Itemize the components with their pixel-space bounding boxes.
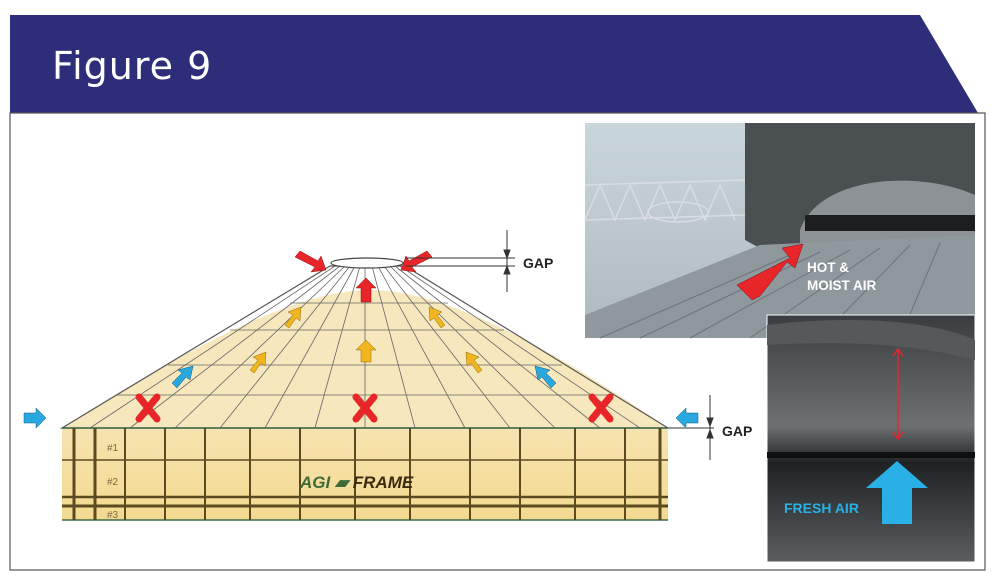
roof-gap-label: GAP: [523, 255, 553, 271]
x-icon: [588, 393, 614, 423]
fresh-air-arrow-icon: [866, 461, 928, 524]
roof-vent: [330, 257, 404, 269]
ring-label-3: #3: [107, 510, 119, 521]
hot-air-arrow-icon: [736, 243, 804, 301]
yellow-arrow-up-icon: [465, 351, 483, 374]
eave-gap-marker: [668, 395, 714, 460]
figure-title: Figure 9: [52, 44, 213, 88]
blue-arrow-left-icon: [675, 407, 699, 429]
blue-arrow-up-icon: [171, 365, 194, 389]
blue-arrow-right-icon: [23, 407, 47, 429]
fresh-air-label: FRESH AIR: [784, 500, 859, 516]
red-arrow-up-icon: [355, 277, 377, 303]
hot-moist-air-label: HOT & MOIST AIR: [807, 260, 876, 293]
rising-air-arrows: [249, 306, 483, 374]
fresh-air-arrows: [23, 365, 699, 429]
bin-diagram: #1 #2 #3 AGI ▰ FRAME: [23, 230, 752, 521]
blue-arrow-up-icon: [534, 365, 557, 389]
photo-hot-moist-air: HOT & MOIST AIR: [584, 123, 975, 339]
x-icon: [135, 393, 161, 423]
ring-label-2: #2: [107, 477, 119, 488]
yellow-arrow-up-icon: [428, 306, 446, 329]
eave-gap-label: GAP: [722, 423, 752, 439]
photo-fresh-air: FRESH AIR: [766, 314, 976, 563]
red-arrow-left-icon: [294, 250, 327, 273]
ring-label-1: #1: [107, 443, 119, 454]
roof-gap-marker: [405, 230, 515, 292]
brand-logo: AGI ▰ FRAME: [299, 473, 414, 492]
hot-air-arrows: [294, 250, 433, 303]
header-banner: [10, 15, 978, 113]
yellow-arrow-up-icon: [355, 339, 377, 363]
yellow-arrow-up-icon: [249, 351, 267, 374]
x-icon: [352, 393, 378, 423]
blocked-x-marks: [135, 393, 614, 423]
wall-frame: [62, 427, 668, 521]
yellow-arrow-up-icon: [284, 306, 302, 329]
